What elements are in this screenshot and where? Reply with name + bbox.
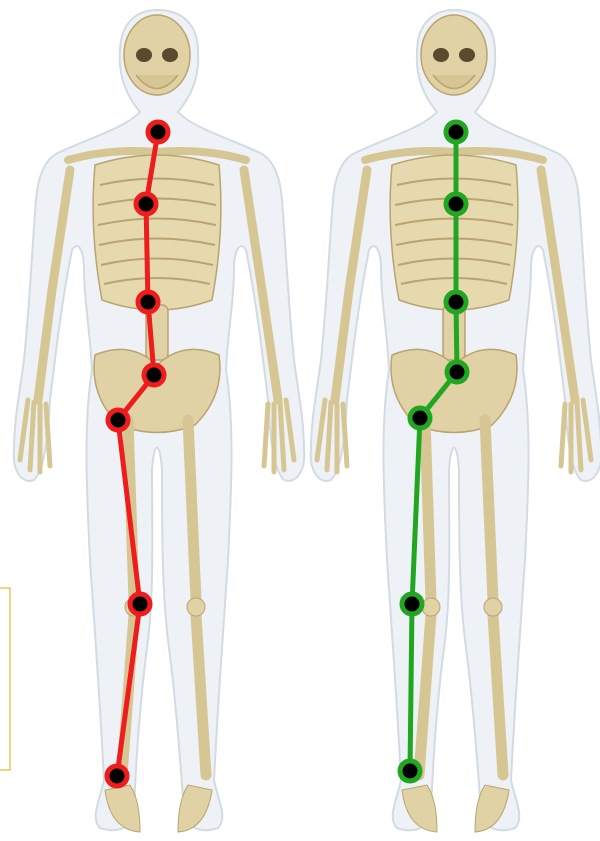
misaligned-joint-ankle: [107, 766, 127, 786]
aligned-joint-ankle: [400, 761, 420, 781]
misaligned-joint-lower-thoracic: [138, 292, 158, 312]
aligned-joint-neck: [446, 122, 466, 142]
aligned-joint-lumbar: [447, 362, 467, 382]
aligned-joint-upper-thoracic: [446, 194, 466, 214]
aligned-joint-hip: [410, 408, 430, 428]
misaligned-joint-neck: [148, 122, 168, 142]
yellow-frame: [0, 588, 10, 770]
misaligned-joint-hip: [108, 410, 128, 430]
misaligned-joint-lumbar: [144, 365, 164, 385]
misaligned-joint-knee: [130, 594, 150, 614]
misaligned-joint-upper-thoracic: [136, 194, 156, 214]
aligned-joint-lower-thoracic: [446, 292, 466, 312]
aligned-joint-knee: [402, 594, 422, 614]
